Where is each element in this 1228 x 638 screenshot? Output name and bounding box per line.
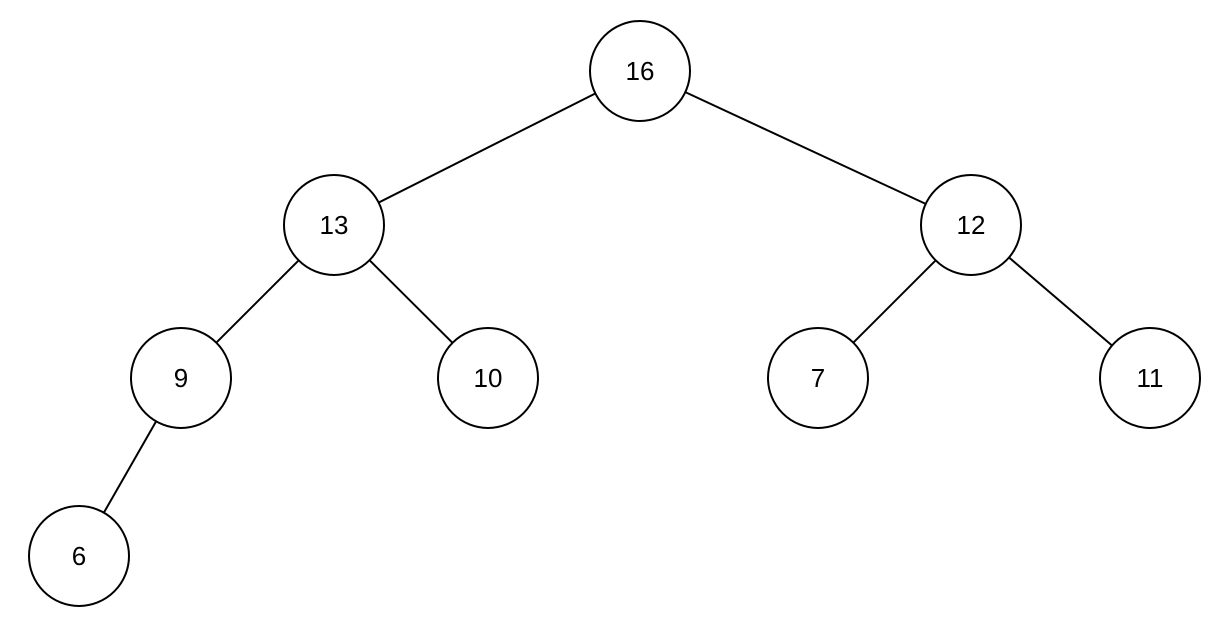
node-circle <box>283 174 385 276</box>
node-label: 16 <box>626 56 655 86</box>
node-circle <box>28 505 130 607</box>
node-circle <box>437 327 539 429</box>
node-label: 12 <box>957 210 986 240</box>
node-circle <box>1099 327 1201 429</box>
tree-node-12: 12 <box>920 174 1022 276</box>
node-label: 7 <box>811 363 825 393</box>
tree-node-13: 13 <box>283 174 385 276</box>
node-label: 10 <box>474 363 503 393</box>
node-label: 13 <box>320 210 349 240</box>
edge-n16-n12 <box>684 91 927 205</box>
tree-node-9: 9 <box>130 327 232 429</box>
node-circle <box>767 327 869 429</box>
tree-nodes: 16 13 12 9 10 7 11 6 <box>28 20 1201 607</box>
tree-edges <box>103 91 1113 514</box>
edge-n12-n11 <box>1008 256 1113 347</box>
node-label: 9 <box>174 363 188 393</box>
node-circle <box>130 327 232 429</box>
node-label: 11 <box>1137 363 1164 393</box>
node-circle <box>589 20 691 122</box>
edge-n12-n7 <box>852 259 937 344</box>
tree-node-10: 10 <box>437 327 539 429</box>
edge-n16-n13 <box>378 92 596 204</box>
tree-node-16: 16 <box>589 20 691 122</box>
node-circle <box>920 174 1022 276</box>
node-label: 6 <box>72 541 86 571</box>
edge-n13-n10 <box>368 259 454 344</box>
tree-node-7: 7 <box>767 327 869 429</box>
edge-n9-n6 <box>103 420 157 514</box>
edge-n13-n9 <box>215 259 300 344</box>
tree-node-11: 11 <box>1099 327 1201 429</box>
tree-node-6: 6 <box>28 505 130 607</box>
